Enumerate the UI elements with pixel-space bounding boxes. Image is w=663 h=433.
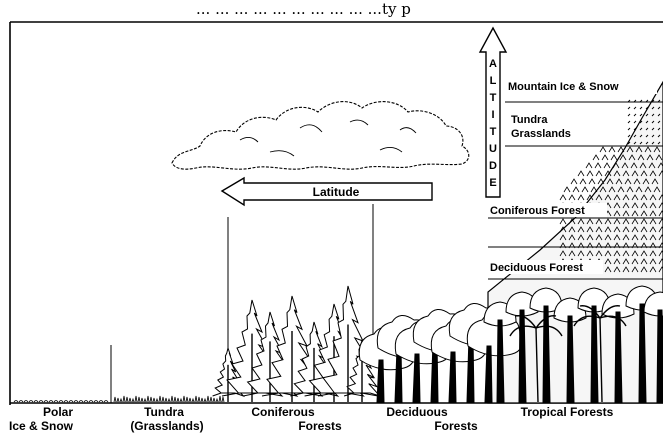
tropical-trunk — [614, 311, 623, 403]
palm-tree — [509, 315, 563, 403]
tropical-trunk — [638, 303, 647, 403]
altitude-letter: L — [490, 75, 497, 87]
latitude-arrow — [220, 176, 433, 207]
altitude-letter: I — [491, 109, 494, 121]
altitude-letter: A — [489, 58, 497, 70]
tundra-grass — [13, 395, 225, 403]
altitude-zone-tundra-line1: Tundra — [511, 114, 548, 126]
cloud-detail — [239, 119, 417, 157]
zone-polar-line2: Ice & Snow — [9, 419, 74, 433]
tropical-trunk — [518, 309, 527, 403]
zone-tundra-line1: Tundra — [144, 405, 184, 419]
ground-vegetation — [13, 395, 225, 403]
zone-coniferous-line1: Coniferous — [251, 405, 315, 419]
mountain-vegetation — [559, 99, 663, 273]
zone-tundra-line2: (Grasslands) — [130, 419, 203, 433]
mountain-rock — [627, 99, 661, 145]
altitude-zone-mountain-ice: Mountain Ice & Snow — [508, 81, 619, 93]
tropical-trunk — [542, 305, 551, 403]
altitude-letter: U — [489, 143, 497, 155]
zone-deciduous-line2: Forests — [434, 419, 478, 433]
altitude-arrow — [478, 26, 508, 198]
caption-text: ... ... ... ... ... ... ... ... ... ...t… — [196, 0, 411, 18]
cloud-illustration — [171, 101, 470, 170]
altitude-letter: D — [489, 160, 497, 172]
altitude-letter: T — [490, 126, 497, 138]
altitude-letter: E — [489, 177, 496, 189]
zone-polar-line1: Polar — [43, 405, 73, 419]
tropical-trunk — [656, 309, 663, 403]
altitude-zone-tundra-line2: Grasslands — [511, 128, 571, 140]
latitude-label: Latitude — [313, 185, 360, 199]
latitude-trees — [212, 285, 663, 403]
deciduous-trunk — [412, 353, 421, 403]
palm-tree — [573, 305, 627, 403]
altitude-letter: T — [490, 92, 497, 104]
deciduous-trunk — [376, 359, 385, 403]
zone-coniferous-line2: Forests — [298, 419, 342, 433]
tropical-trunk — [496, 319, 505, 403]
deciduous-trunk — [448, 351, 457, 403]
deciduous-trunk — [484, 345, 493, 403]
mountain-conifers — [559, 146, 663, 273]
zone-tropical-line1: Tropical Forests — [521, 405, 614, 419]
altitude-zone-deciduous: Deciduous Forest — [490, 262, 583, 274]
zone-deciduous-line1: Deciduous — [386, 405, 448, 419]
tropical-trunk — [590, 305, 599, 403]
altitude-zone-coniferous: Coniferous Forest — [490, 205, 585, 217]
tropical-trunk — [566, 315, 575, 403]
